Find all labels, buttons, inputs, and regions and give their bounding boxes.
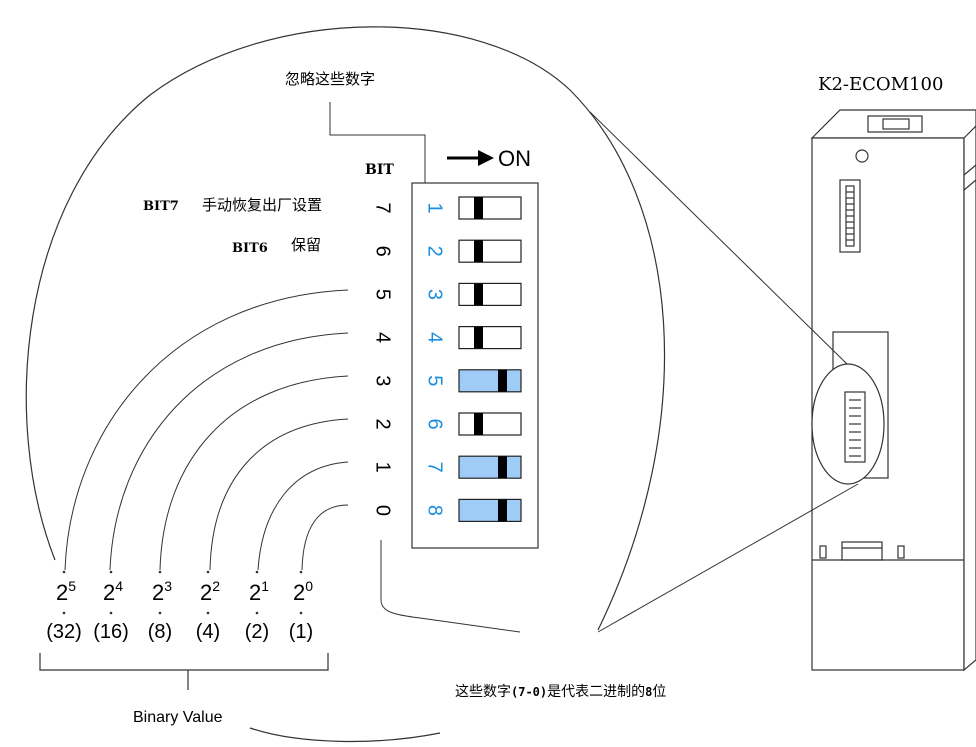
dip-switch-off[interactable] [458, 412, 522, 436]
module-led [855, 149, 869, 163]
power-value: (16) [93, 621, 129, 643]
dip-switch-body [411, 182, 539, 549]
power-dot [206, 570, 210, 574]
bit-label: 7 [372, 202, 394, 213]
arc-bit3 [159, 375, 349, 571]
power-dot [158, 570, 162, 574]
dip-switch-on[interactable] [458, 369, 522, 393]
dip-switch-off[interactable] [458, 196, 522, 220]
bit6-description: 保留 [291, 236, 321, 254]
bit-to-power-arcs [64, 289, 349, 571]
binary-value-bracket [39, 653, 329, 671]
switch-number-column: 1 2 3 4 5 6 7 8 [424, 202, 446, 516]
switch-number: 7 [424, 462, 446, 473]
bit-label: 4 [372, 332, 394, 343]
bit6-tag: BIT6 [232, 241, 268, 256]
dip-switch-off[interactable] [458, 239, 522, 263]
switch-number: 4 [424, 332, 446, 343]
switch-number: 2 [424, 246, 446, 257]
dip-switch-positions [458, 196, 522, 522]
power-of-two: 25 [56, 578, 76, 605]
power-dot [62, 570, 66, 574]
switch-number: 5 [424, 375, 446, 386]
dip-switch-lever [498, 369, 507, 392]
value-dot [206, 611, 210, 615]
arc-bit5 [64, 289, 349, 571]
on-arrow-head [478, 150, 494, 166]
power-of-two: 23 [152, 578, 172, 605]
value-dot [109, 611, 113, 615]
dip-switch-on[interactable] [458, 498, 522, 522]
bit-header: BIT [365, 162, 394, 178]
dip-switch-lever [474, 197, 483, 219]
bits-note: 这些数字(7-0)是代表二进制的8位 [455, 683, 666, 700]
switch-number: 6 [424, 418, 446, 429]
power-value: (32) [46, 621, 82, 643]
on-label: ON [498, 146, 531, 171]
arc-bit1 [257, 461, 349, 571]
bits-note-count: 8 [645, 685, 652, 699]
value-dot [255, 611, 259, 615]
bit-label-column: 7 6 5 4 3 2 1 0 [372, 202, 394, 516]
dip-switch-lever [474, 413, 483, 435]
bit7-description: 手动恢复出厂设置 [202, 196, 322, 214]
power-value: (1) [289, 621, 313, 643]
bit-label: 3 [372, 375, 394, 386]
bit-label: 0 [372, 505, 394, 516]
bits-note-middle: 是代表二进制的 [547, 684, 645, 700]
switch-number: 3 [424, 289, 446, 300]
power-value: (8) [148, 621, 172, 643]
power-of-two: 21 [249, 578, 269, 605]
power-dot [255, 570, 259, 574]
bit7-tag: BIT7 [143, 199, 179, 214]
bit-label: 6 [372, 246, 394, 257]
arc-bit4 [109, 332, 349, 571]
arc-bit2 [209, 418, 349, 571]
value-dot [299, 611, 303, 615]
dip-switch-on[interactable] [458, 455, 522, 479]
magnifier-circle [25, 26, 666, 631]
module-side-face [963, 125, 976, 672]
bits-note-range: (7-0) [511, 685, 547, 699]
dip-switch-lever [498, 499, 507, 522]
bits-note-leader [380, 540, 521, 633]
bit-label: 2 [372, 418, 394, 429]
module-title: K2-ECOM100 [818, 74, 943, 95]
module-drawing [810, 109, 976, 672]
dip-switch-lever [474, 326, 483, 349]
bit-label: 5 [372, 289, 394, 300]
dip-switch-lever [474, 240, 483, 263]
power-of-two: 22 [200, 578, 220, 605]
callout-ignore-text: 忽略这些数字 [285, 70, 375, 88]
dip-switch-lever [474, 283, 483, 306]
switch-number: 1 [424, 202, 446, 213]
power-of-two: 24 [103, 578, 123, 605]
bit-label: 1 [372, 462, 394, 473]
value-dot [158, 611, 162, 615]
power-value: (4) [196, 621, 220, 643]
powers-of-two: 25 (32) 24 (16) 23 (8) 22 (4) 21 (2) 20 (1) [46, 570, 313, 643]
module-mini-dip [844, 391, 866, 463]
callout-leader-line [329, 102, 426, 183]
value-dot [62, 611, 66, 615]
power-dot [299, 570, 303, 574]
binary-value-label: Binary Value [133, 709, 223, 726]
bits-note-suffix: 位 [652, 684, 666, 700]
zoom-projection-lines [589, 111, 859, 633]
dip-switch-lever [498, 456, 507, 479]
dip-switch-off[interactable] [458, 282, 522, 306]
power-value: (2) [245, 621, 269, 643]
power-dot [109, 570, 113, 574]
bits-note-prefix: 这些数字 [455, 683, 511, 700]
module-top-slot-inner [882, 118, 910, 130]
dip-switch-off[interactable] [458, 326, 522, 350]
switch-number: 8 [424, 505, 446, 516]
arc-bit0 [301, 504, 349, 571]
power-of-two: 20 [293, 578, 313, 605]
magnifier-circle-bottom [249, 727, 441, 743]
